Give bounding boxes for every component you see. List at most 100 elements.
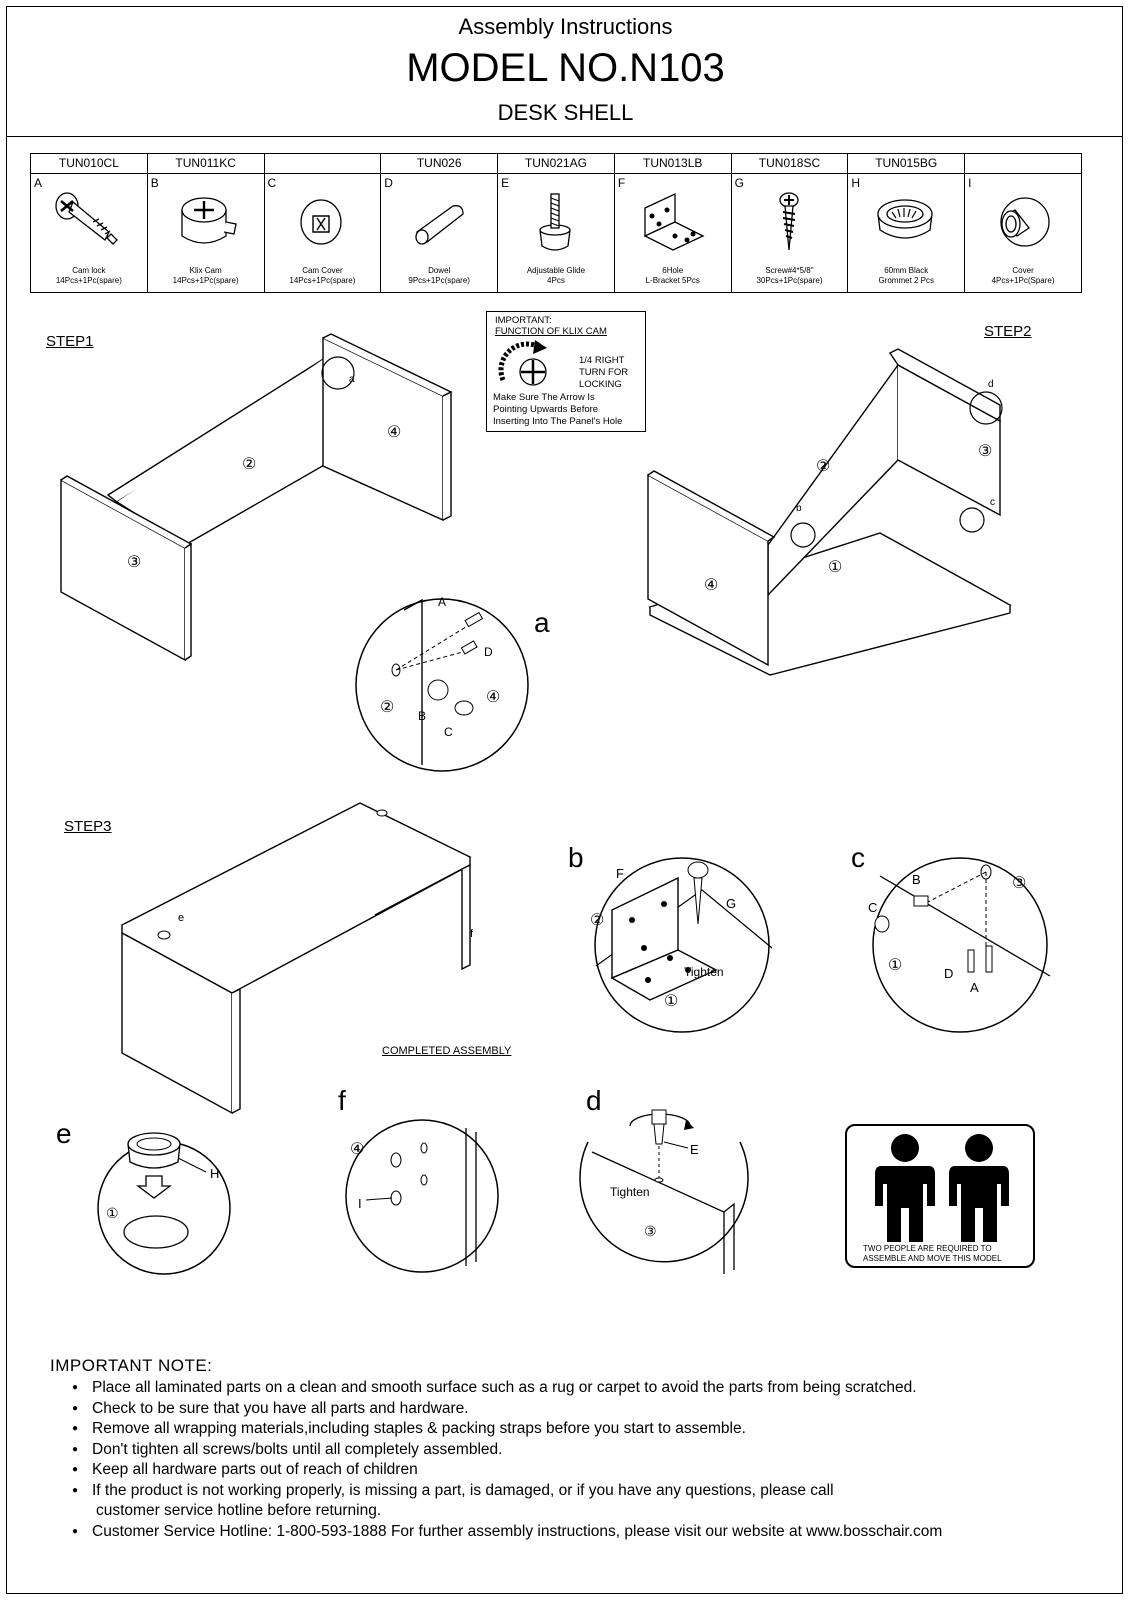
panel-4-label: ④ — [387, 424, 401, 441]
tighten-label: Tighten — [610, 1185, 650, 1199]
part-description: Cover 4Pcs+1Pc(Spare) — [965, 266, 1081, 286]
grommet-icon — [877, 199, 934, 239]
detail-c-letter: c — [851, 842, 865, 873]
part-letter: F — [617, 176, 626, 190]
klix-cam-icon — [181, 197, 237, 244]
part-code — [263, 153, 382, 174]
completed-assembly-caption: COMPLETED ASSEMBLY — [382, 1045, 512, 1057]
callout-a: A — [438, 595, 446, 609]
part-quantity: 14Pcs+1Pc(spare) — [55, 276, 122, 285]
important-note-list: Place all laminated parts on a clean and… — [72, 1378, 1112, 1542]
part-cell-b: B Klix Cam 14Pcs+1Pc(spare) — [146, 173, 265, 293]
panel-3-label: ③ — [644, 1223, 657, 1239]
detail-b-letter: b — [568, 842, 584, 873]
note-box-line: Pointing Upwards Before — [493, 404, 599, 415]
parts-image-row: A Cam lock 14Pcs+1Pc(spare) B — [30, 173, 1082, 293]
document-subtitle: Assembly Instructions — [458, 14, 673, 39]
part-code: TUN026 — [380, 153, 499, 174]
tighten-label: Tighten — [684, 965, 724, 979]
detail-b-callout: b — [796, 503, 802, 514]
part-cell-f: F 6Hole L-Bracket 5Pcs — [613, 173, 732, 293]
panel-1-label: ① — [888, 957, 902, 974]
detail-d-letter: d — [586, 1085, 602, 1116]
part-description: Dowel 9Pcs+1Pc(spare) — [381, 266, 497, 286]
step2-diagram: b c d ② ③ ① ④ — [647, 348, 1012, 676]
adjustable-glide-icon — [539, 193, 571, 251]
detail-c-callout: c — [990, 497, 995, 508]
note-item: Keep all hardware parts out of reach of … — [72, 1460, 1112, 1481]
part-description: Klix Cam 14Pcs+1Pc(spare) — [148, 266, 264, 286]
detail-f-diagram: ④ I — [345, 1119, 499, 1273]
turn-instruction: TURN FOR — [579, 367, 629, 378]
turn-instruction: LOCKING — [579, 379, 622, 390]
note-item: Remove all wrapping materials,including … — [72, 1419, 1112, 1440]
part-description: 60mm Black Grommet 2 Pcs — [848, 266, 964, 286]
part-letter: A — [34, 176, 43, 190]
part-cell-h: H 60mm Black Grommet 2 Pcs — [847, 173, 966, 293]
panel-4-label: ④ — [486, 689, 500, 706]
callout-f: F — [616, 866, 624, 881]
completed-desk-diagram: e f — [120, 802, 474, 1115]
callout-d: D — [944, 966, 953, 981]
part-name: Screw#4*5/8" — [765, 266, 814, 275]
part-name: Cam Cover — [302, 266, 343, 275]
part-cell-e: E Adjustable Glide 4Pcs — [497, 173, 615, 293]
part-quantity: L-Bracket 5Pcs — [645, 276, 700, 285]
part-cell-g: G Screw#4*5/8" 30Pcs+1Pc(spare) — [730, 173, 849, 293]
step1-label: STEP1 — [46, 333, 94, 350]
part-name: Adjustable Glide — [526, 266, 586, 275]
callout-c: C — [444, 725, 453, 739]
panel-2-label: ② — [380, 699, 394, 716]
callout-g: G — [726, 896, 736, 911]
part-description: Cam Cover 14Pcs+1Pc(spare) — [265, 266, 381, 286]
step3-label: STEP3 — [64, 818, 112, 835]
detail-e-callout: e — [178, 912, 184, 924]
part-quantity: 4Pcs+1Pc(Spare) — [991, 276, 1055, 285]
panel-3-label: ③ — [978, 443, 992, 460]
part-quantity: 9Pcs+1Pc(spare) — [408, 276, 470, 285]
part-description: 6Hole L-Bracket 5Pcs — [615, 266, 731, 286]
part-cell-d: D Dowel 9Pcs+1Pc(spare) — [380, 173, 499, 293]
panel-3-label: ③ — [1012, 875, 1026, 892]
detail-a-callout: a — [349, 374, 355, 385]
part-name: 60mm Black — [884, 266, 929, 275]
note-item-hotline: Customer Service Hotline: 1-800-593-1888… — [72, 1522, 1112, 1543]
rotate-arrow-icon — [498, 340, 547, 386]
part-code: TUN021AG — [497, 153, 615, 174]
part-cell-c: C Cam Cover 14Pcs+1Pc(spare) — [263, 173, 382, 293]
part-quantity: Grommet 2 Pcs — [878, 276, 935, 285]
l-bracket-icon — [643, 192, 705, 251]
detail-d-callout: d — [988, 379, 994, 390]
detail-d-diagram: E Tighten ③ — [579, 1109, 749, 1274]
note-item: Place all laminated parts on a clean and… — [72, 1378, 1112, 1399]
part-letter: B — [150, 176, 159, 190]
panel-3-label: ③ — [127, 554, 141, 571]
part-letter: E — [501, 176, 510, 190]
detail-a-letter: a — [534, 607, 550, 638]
parts-code-row: TUN010CL TUN011KC TUN026 TUN021AG TUN013… — [30, 153, 1082, 174]
part-quantity: 4Pcs — [547, 276, 565, 285]
callout-a: A — [970, 980, 979, 995]
detail-e-letter: e — [56, 1118, 72, 1149]
warning-line: TWO PEOPLE ARE REQUIRED TO — [863, 1244, 992, 1253]
note-box-title: IMPORTANT: — [495, 315, 552, 326]
part-code: TUN018SC — [730, 153, 849, 174]
panel-1-label: ① — [106, 1205, 119, 1221]
part-description: Cam lock 14Pcs+1Pc(spare) — [31, 266, 147, 286]
panel-2-label: ② — [816, 458, 830, 475]
callout-b: B — [912, 872, 921, 887]
panel-4-label: ④ — [350, 1141, 364, 1158]
detail-c-diagram: B C ③ ① D A — [868, 857, 1051, 1033]
part-quantity: 14Pcs+1Pc(spare) — [289, 276, 356, 285]
step2-label: STEP2 — [984, 323, 1032, 340]
part-name: Cam lock — [72, 266, 106, 275]
cover-icon — [1000, 197, 1050, 247]
detail-b-diagram: F G ② Tighten ① — [590, 857, 773, 1033]
part-description: Adjustable Glide 4Pcs — [498, 266, 614, 286]
cam-lock-icon — [55, 192, 118, 245]
two-people-icon — [875, 1134, 1009, 1242]
callout-d: D — [484, 645, 493, 659]
panel-1-label: ① — [664, 993, 678, 1010]
panel-2-label: ② — [590, 912, 604, 929]
note-item: Don't tighten all screws/bolts until all… — [72, 1440, 1112, 1461]
